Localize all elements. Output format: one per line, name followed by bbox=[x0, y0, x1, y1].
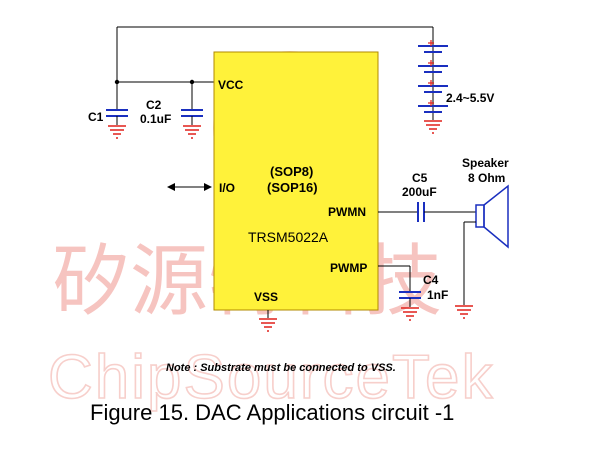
capacitor-c1: C1 bbox=[88, 82, 128, 139]
chip-trsm5022a: VCC (SOP8) (SOP16) I/O PWMN TRSM5022A PW… bbox=[213, 51, 379, 311]
c4-ground-icon bbox=[401, 307, 419, 321]
vss-ground bbox=[259, 310, 277, 332]
c5-value: 200uF bbox=[402, 185, 437, 199]
watermark-latin: ChipSourceTek bbox=[48, 343, 494, 412]
pin-pwmn-label: PWMN bbox=[328, 205, 366, 219]
battery: 2.4~5.5V bbox=[418, 40, 494, 134]
speaker-ground-icon bbox=[455, 305, 473, 319]
speaker-label: Speaker bbox=[462, 156, 509, 170]
c4-label: C4 bbox=[423, 273, 439, 287]
chip-body bbox=[213, 51, 379, 311]
capacitor-c2: C2 0.1uF bbox=[140, 98, 203, 139]
io-arrow-icon bbox=[167, 183, 212, 191]
substrate-note: Note : Substrate must be connected to VS… bbox=[166, 362, 396, 374]
pin-io-label: I/O bbox=[219, 181, 235, 195]
figure-caption: Figure 15. DAC Applications circuit -1 bbox=[90, 400, 454, 425]
speaker-impedance: 8 Ohm bbox=[468, 171, 505, 185]
capacitor-c4: C4 1nF bbox=[378, 265, 448, 321]
capacitor-c5: C5 200uF bbox=[378, 171, 476, 222]
c5-label: C5 bbox=[412, 171, 428, 185]
c2-value: 0.1uF bbox=[140, 112, 171, 126]
supply-voltage-label: 2.4~5.5V bbox=[446, 91, 494, 105]
chip-package-sop16: (SOP16) bbox=[267, 180, 318, 195]
pin-vcc-label: VCC bbox=[218, 78, 244, 92]
vss-ground-icon bbox=[259, 318, 277, 332]
speaker: Speaker 8 Ohm bbox=[455, 156, 509, 319]
c2-ground-icon bbox=[183, 125, 201, 139]
c2-label: C2 bbox=[146, 98, 162, 112]
c1-ground-icon bbox=[108, 125, 126, 139]
chip-part-number: TRSM5022A bbox=[248, 229, 329, 245]
chip-package-sop8: (SOP8) bbox=[270, 164, 313, 179]
c4-value: 1nF bbox=[427, 288, 448, 302]
pin-vss-label: VSS bbox=[254, 290, 278, 304]
pin-pwmp-label: PWMP bbox=[330, 261, 367, 275]
battery-ground-icon bbox=[424, 120, 442, 134]
c1-label: C1 bbox=[88, 110, 104, 124]
speaker-icon bbox=[475, 184, 509, 249]
